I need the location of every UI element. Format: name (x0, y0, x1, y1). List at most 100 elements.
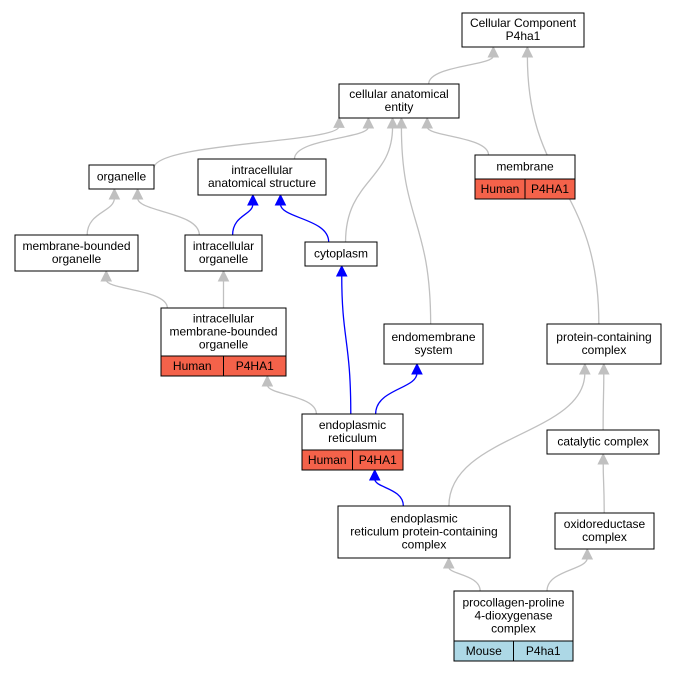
edge-procollagen-proline-dioxygenase-complex-to-oxidoreductase-complex (546, 547, 594, 592)
node-label-line: endoplasmic (319, 418, 386, 432)
edge-organelle-to-cellular-anatomical-entity (153, 116, 345, 169)
node-label-line: entity (385, 100, 414, 114)
node-label-line: organelle (97, 170, 147, 184)
node-label-line: reticulum protein-containing (350, 525, 497, 539)
edge-line (136, 197, 200, 236)
node-label-line: catalytic complex (557, 435, 648, 449)
arrowhead-icon (597, 362, 610, 375)
arrowhead-icon (368, 468, 381, 481)
edge-line (293, 126, 370, 160)
node-box (337, 505, 511, 559)
arrowhead-icon (333, 116, 345, 128)
node-box (453, 590, 574, 642)
node-box (338, 83, 460, 119)
edge-line (602, 462, 605, 514)
node-label-line: intracellular (193, 312, 254, 326)
node-label-line: intracellular (231, 163, 292, 177)
arrowhead-icon (100, 269, 113, 282)
edge-intracellular-membrane-bounded-organelle-to-intracellular-organelle (217, 269, 230, 308)
edge-procollagen-proline-dioxygenase-complex-to-er-protein-containing-complex (442, 556, 481, 592)
arrowhead-icon (217, 269, 230, 282)
edge-endoplasmic-reticulum-to-endomembrane-system (374, 362, 423, 415)
gene-tag (524, 178, 576, 200)
arrowhead-icon (395, 116, 408, 129)
gene-tag (223, 355, 287, 377)
node-box (383, 323, 484, 365)
edge-intracellular-membrane-bounded-organelle-to-membrane-bounded-organelle (100, 269, 168, 309)
edge-intracellular-organelle-to-intracellular-anatomical-structure (231, 193, 259, 236)
edge-intracellular-organelle-to-organelle (131, 187, 200, 236)
node-catalytic-complex[interactable]: catalytic complex (546, 429, 660, 455)
node-label-line: 4-dioxygenase (474, 609, 552, 623)
edge-catalytic-complex-to-protein-containing-complex (597, 362, 610, 431)
node-cytoplasm[interactable]: cytoplasm (304, 241, 378, 267)
node-label-line: membrane-bounded (22, 239, 130, 253)
edge-line (153, 126, 340, 169)
node-label-line: Cellular Component (470, 16, 577, 30)
arrowhead-icon (487, 45, 500, 58)
arrowhead-icon (421, 116, 433, 129)
node-label-line: P4ha1 (506, 29, 541, 43)
arrowhead-icon (597, 452, 610, 465)
node-box (14, 234, 139, 272)
edge-line (374, 478, 404, 507)
edge-line (374, 372, 418, 415)
node-organelle[interactable]: organelle (88, 164, 155, 190)
node-intracellular-membrane-bounded-organelle[interactable]: intracellularmembrane-boundedorganelleHu… (160, 307, 287, 377)
edge-line (602, 372, 605, 431)
edge-endomembrane-system-to-cellular-anatomical-entity (395, 116, 432, 325)
edge-cellular-anatomical-entity-to-cellular-component (428, 45, 500, 85)
node-label-line: complex (582, 343, 627, 357)
node-label-line: oxidoreductase (564, 517, 646, 531)
node-box (197, 158, 327, 196)
edge-membrane-to-cellular-anatomical-entity (421, 116, 490, 156)
node-label-line: complex (582, 530, 627, 544)
node-procollagen-proline-dioxygenase-complex[interactable]: procollagen-proline4-dioxygenasecomplexM… (453, 590, 574, 662)
node-label-line: anatomical structure (208, 176, 316, 190)
node-box (546, 323, 662, 365)
node-box (461, 12, 585, 48)
species-tag-label: Human (308, 453, 347, 467)
edge-line (341, 274, 352, 415)
node-box (301, 413, 404, 451)
node-label-line: system (414, 343, 452, 357)
edge-line (448, 372, 586, 507)
node-label-line: protein-containing (556, 330, 651, 344)
edge-line (400, 126, 432, 325)
edge-line (448, 566, 481, 592)
edge-line (279, 203, 330, 243)
edge-line (86, 197, 116, 236)
node-label-line: procollagen-proline (462, 596, 564, 610)
edge-line (426, 126, 490, 156)
arrowhead-icon (335, 264, 348, 277)
edge-oxidoreductase-complex-to-catalytic-complex (597, 452, 610, 514)
edge-intracellular-anatomical-structure-to-cellular-anatomical-entity (293, 116, 375, 160)
arrowhead-icon (261, 374, 274, 387)
edge-cytoplasm-to-cellular-anatomical-entity (344, 116, 399, 243)
edge-er-protein-containing-complex-to-endoplasmic-reticulum (368, 468, 404, 507)
edge-membrane-bounded-organelle-to-organelle (86, 187, 121, 236)
node-label-line: endoplasmic (390, 512, 457, 526)
edge-line (231, 203, 254, 236)
edge-endoplasmic-reticulum-to-intracellular-membrane-bounded-organelle (261, 374, 318, 415)
arrowhead-icon (579, 362, 591, 375)
gene-tag-label: P4HA1 (359, 453, 397, 467)
species-tag-label: Human (481, 182, 520, 196)
gene-tag-label: P4HA1 (236, 359, 274, 373)
arrowhead-icon (247, 193, 259, 206)
node-label-line: organelle (199, 338, 249, 352)
node-label-line: organelle (52, 252, 102, 266)
